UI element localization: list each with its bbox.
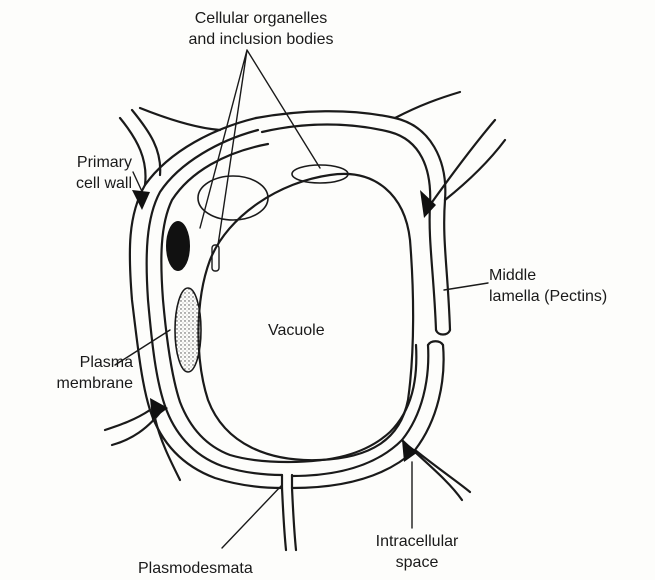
lamella-junction-lower-left [150,398,168,420]
vacuole-outline [198,174,413,460]
plastid-granular [175,288,201,372]
label-cellular-organelles: Cellular organelles and inclusion bodies [146,8,376,50]
nucleus-dark [166,221,190,271]
label-plasma-membrane: Plasma membrane [8,352,133,394]
label-vacuole: Vacuole [268,320,325,341]
wall-gap-cap-top [436,330,450,335]
label-intracellular-space: Intracellular space [352,531,482,573]
organelles-pointer [200,50,320,245]
wall-gap-cap-bottom [428,341,443,345]
neighbor-wall-bottom [282,488,296,550]
lamella-junction-upper-right [420,190,436,218]
label-plasmodesmata: Plasmodesmata [138,558,253,579]
plasmodesmata-channel [282,475,292,488]
lamella-junction-lower-right [402,440,418,462]
neighbor-wall-bottom-left [155,418,180,480]
plasmodesmata-pointer [222,485,282,548]
cell-wall-inner-top-right [262,125,436,331]
neighbor-wall-upper-left-2 [140,108,220,130]
label-primary-cell-wall: Primary cell wall [12,152,132,194]
cell-wall-outer-left [130,118,282,488]
cell-wall-inner-left [147,130,282,475]
label-middle-lamella: Middle lamella (Pectins) [489,265,607,307]
neighbor-wall-upper-right-2 [395,92,460,118]
cell-wall-outer-top-right [256,111,450,330]
cell-wall-outer-bottom-right [292,345,444,488]
middle-lamella-pointer [444,283,488,290]
